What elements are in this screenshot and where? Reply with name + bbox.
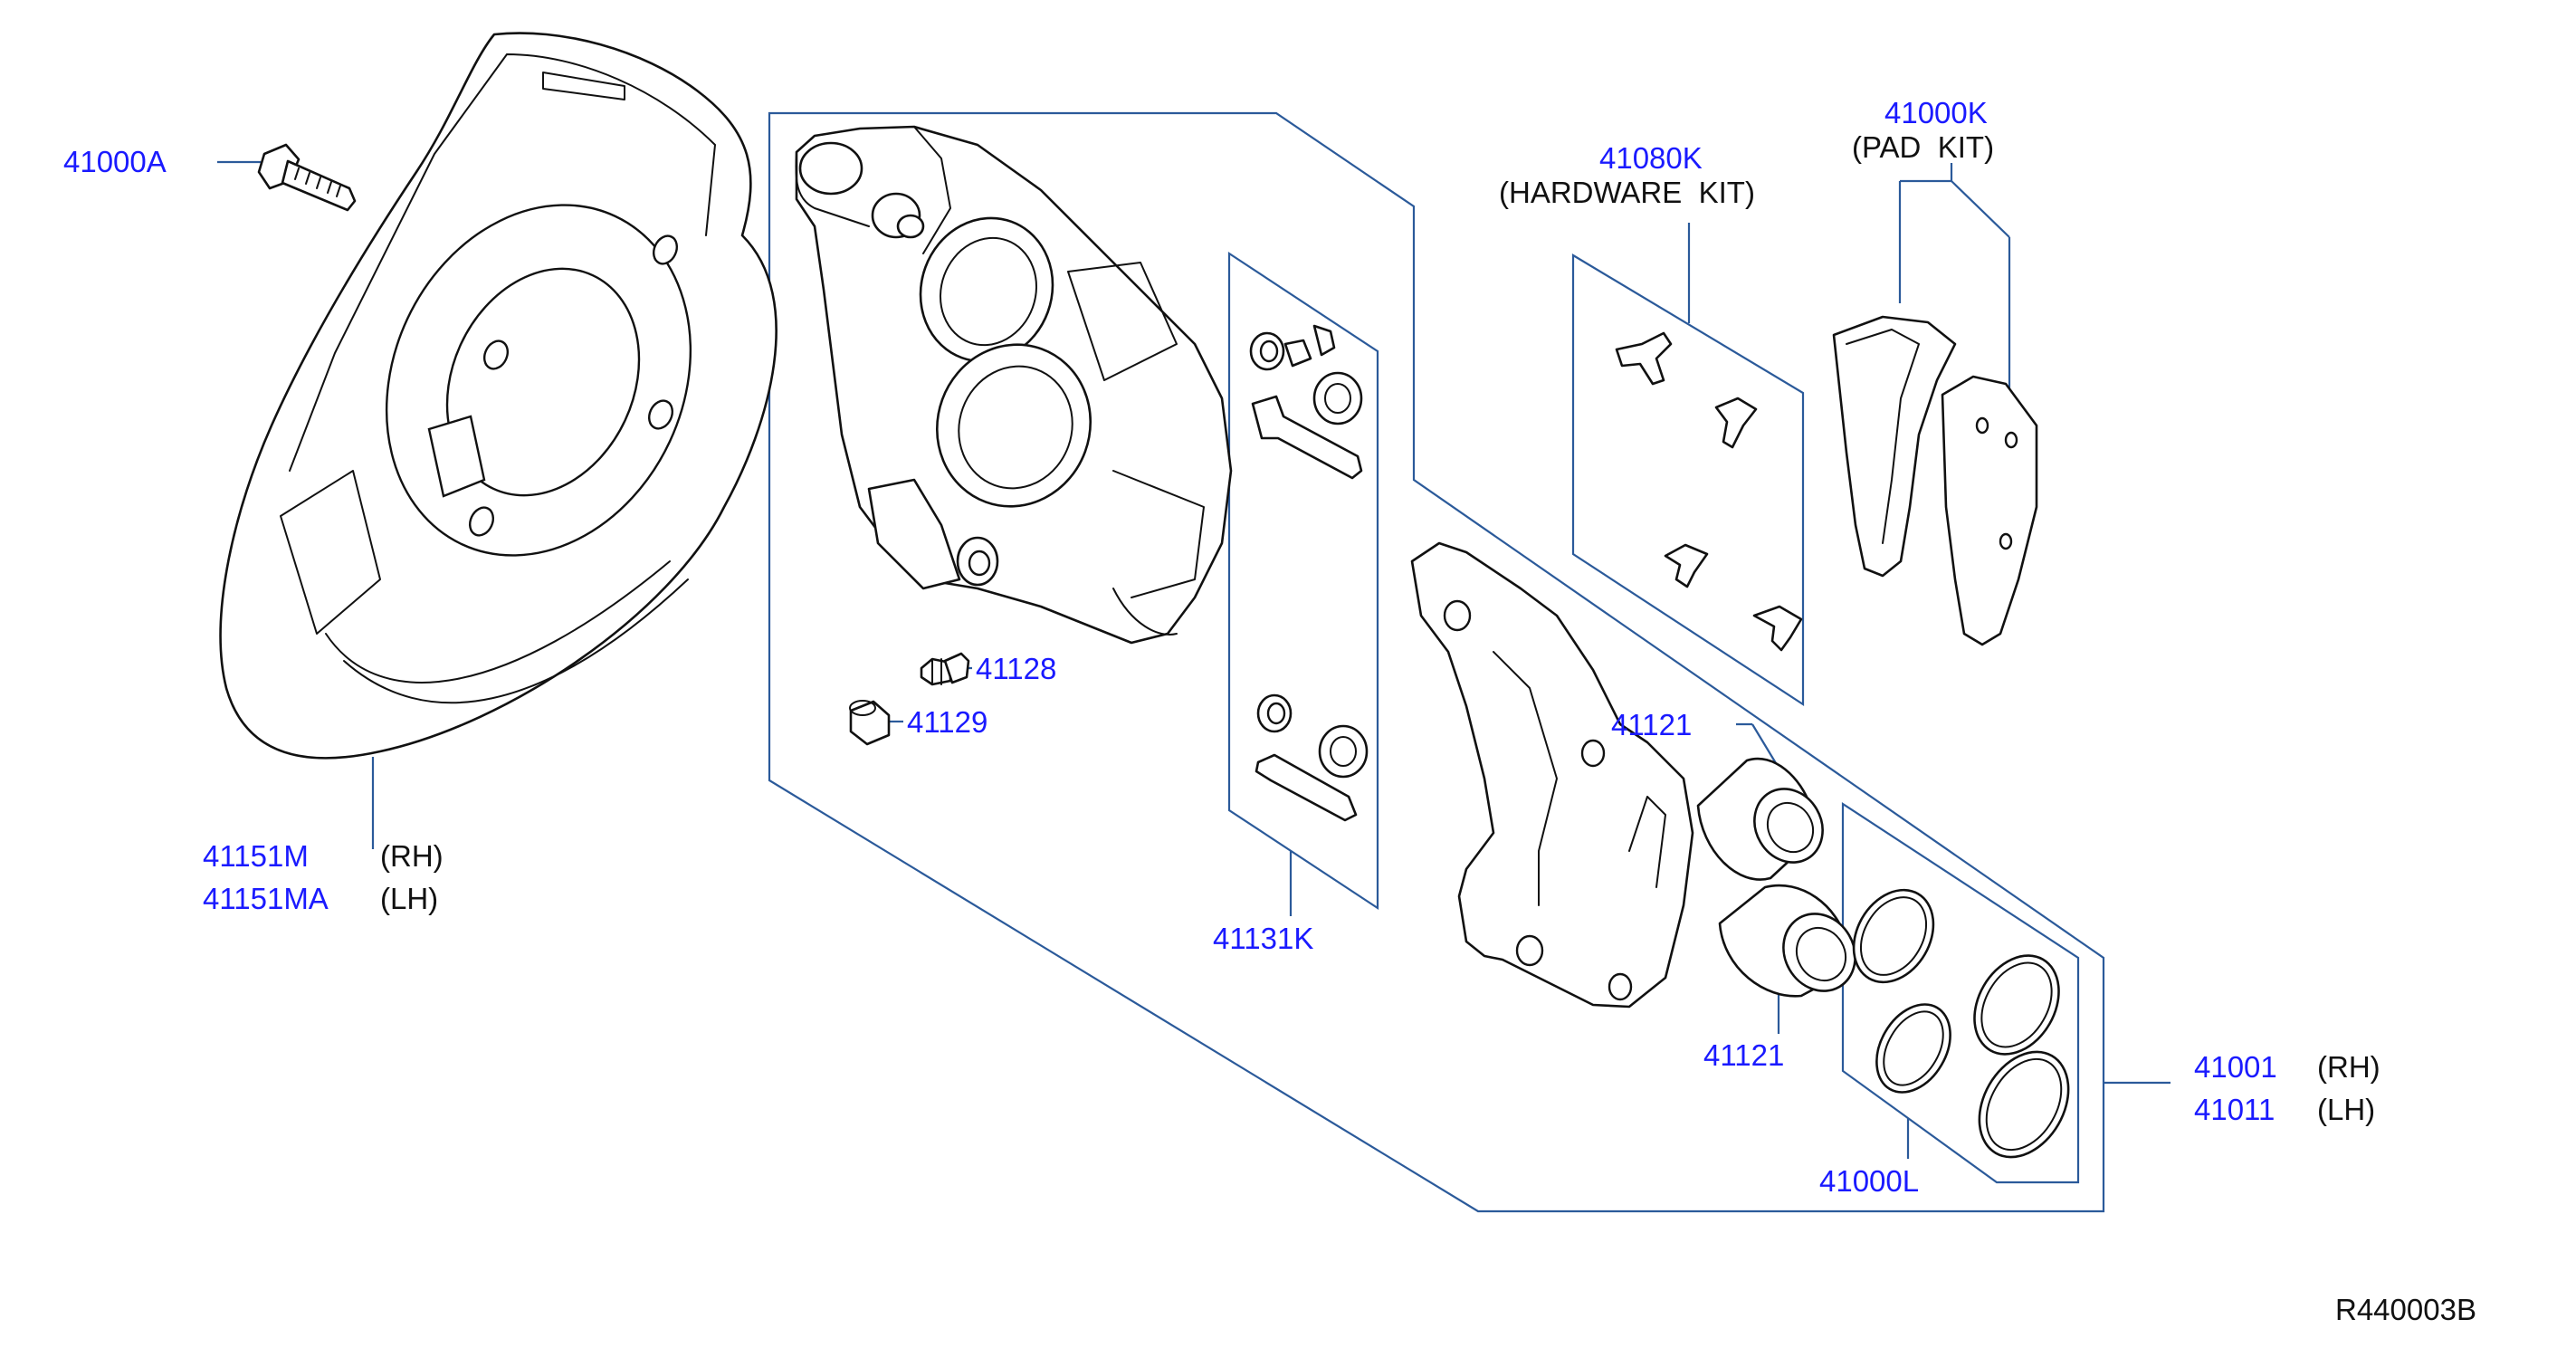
hardware-kit-clips bbox=[1615, 331, 1803, 652]
caliper-bracket-part bbox=[1410, 541, 1694, 1009]
label-caliper-rh-side: (RH) bbox=[2317, 1050, 2380, 1084]
label-shield-rh: 41151M bbox=[203, 839, 309, 873]
label-shield-lh-side: (LH) bbox=[380, 882, 438, 915]
seal-kit-outline bbox=[1841, 801, 2080, 1184]
reference-code: R440003B bbox=[2335, 1293, 2476, 1326]
bleeder-cap-part bbox=[849, 700, 891, 746]
label-hardware-kit: 41080K bbox=[1599, 141, 1703, 175]
pin-kit-parts bbox=[1249, 324, 1369, 822]
label-bleeder-cap: 41129 bbox=[907, 705, 987, 739]
label-shield-lh: 41151MA bbox=[203, 882, 329, 915]
dust-shield-part bbox=[219, 32, 778, 760]
label-piston-lower: 41121 bbox=[1703, 1038, 1784, 1072]
bleeder-screw-part bbox=[920, 652, 970, 686]
label-pad-kit: 41000K bbox=[1884, 96, 1988, 129]
misc-leaders bbox=[217, 160, 1780, 1034]
label-pad-kit-name: (PAD KIT) bbox=[1852, 130, 1994, 164]
caliper-body-part bbox=[795, 125, 1233, 645]
label-shield-rh-side: (RH) bbox=[380, 839, 444, 873]
caliper-assembly-outline bbox=[768, 111, 2171, 1213]
label-caliper-lh-side: (LH) bbox=[2317, 1093, 2375, 1126]
bolt-part bbox=[257, 143, 357, 212]
label-seal-kit: 41000L bbox=[1819, 1164, 1919, 1198]
label-caliper-lh: 41011 bbox=[2194, 1093, 2275, 1126]
label-pin-kit: 41131K bbox=[1213, 922, 1313, 955]
seal-rings-part bbox=[1852, 888, 2070, 1159]
hardware-kit-outline bbox=[1571, 223, 1805, 707]
piston-upper-part bbox=[1696, 757, 1824, 881]
label-caliper-rh: 41001 bbox=[2194, 1050, 2277, 1084]
pin-kit-outline bbox=[1227, 251, 1379, 916]
label-hardware-kit-name: (HARDWARE KIT) bbox=[1499, 176, 1755, 209]
pad-kit-leaders bbox=[1898, 163, 2011, 391]
label-piston-upper: 41121 bbox=[1611, 708, 1692, 741]
piston-lower-part bbox=[1718, 884, 1856, 998]
brake-pads-part bbox=[1832, 315, 2038, 646]
label-bolt: 41000A bbox=[63, 145, 167, 178]
label-bleeder-screw: 41128 bbox=[976, 652, 1056, 685]
